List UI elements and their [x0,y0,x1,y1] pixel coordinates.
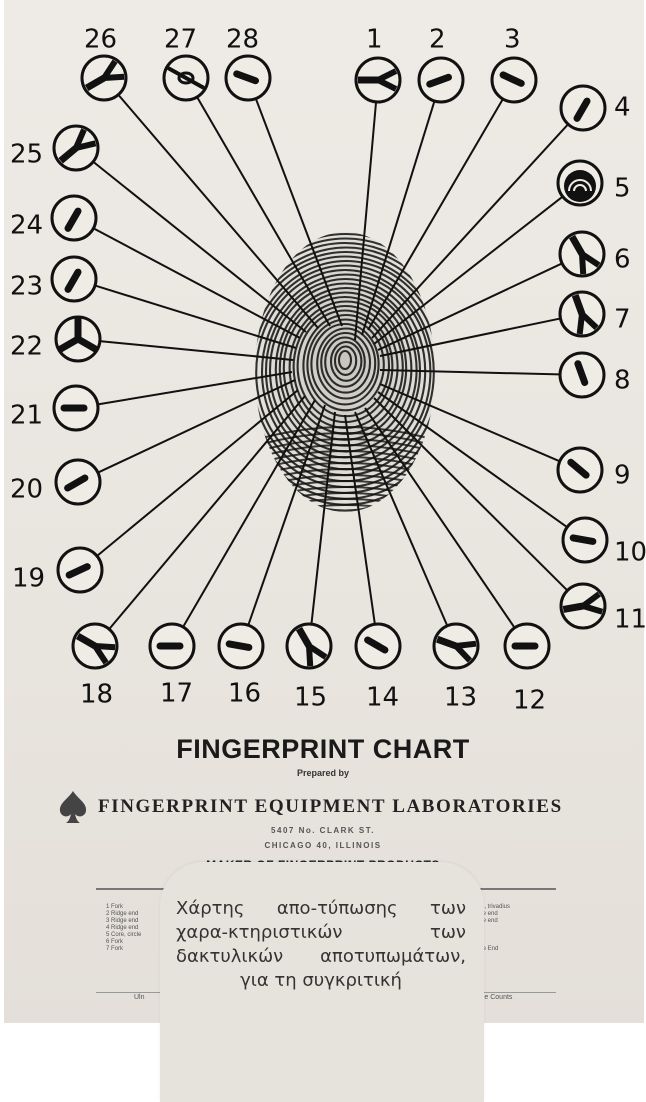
leader-line [110,396,305,628]
minutia-number-19: 19 [12,564,45,594]
legend-item: 2 Ridge end [106,911,141,918]
minutia-number-11: 11 [614,605,646,635]
legend-footer-left: Uln [134,994,145,1001]
minutia-marker-28 [226,56,270,100]
legend-item: 6 Fork [106,939,141,946]
minutia-number-20: 20 [10,475,43,505]
minutia-marker-27 [164,56,208,100]
minutia-number-15: 15 [294,683,327,713]
prepared-by: Prepared by [0,768,646,778]
minutia-marker-1 [356,58,400,102]
minutia-marker-19 [58,548,102,592]
minutia-glyph [573,538,593,541]
minutia-number-17: 17 [160,679,193,709]
legend-item: 1 Fork [106,904,141,911]
minutia-marker-20 [56,460,100,504]
minutia-marker-10 [563,518,607,562]
minutia-glyph [229,644,249,647]
minutia-marker-23 [52,257,96,301]
leader-line [119,95,318,328]
minutia-number-1: 1 [366,25,383,55]
minutia-marker-14 [356,624,400,668]
legend-item: 7 Fork [106,946,141,953]
spade-logo-icon [58,790,88,824]
caption-text: Χάρτης απο-τύπωσης των χαρα-κτηριστικών … [176,897,466,993]
minutia-number-26: 26 [84,25,117,55]
minutia-marker-25 [54,126,98,170]
minutia-number-2: 2 [429,25,446,55]
minutia-number-5: 5 [614,174,631,204]
minutia-number-18: 18 [80,680,113,710]
minutia-number-14: 14 [366,683,399,713]
minutia-marker-16 [219,624,263,668]
legend-item: 4 Ridge end [106,925,141,932]
company-address-city: CHICAGO 40, ILLINOIS [0,841,646,850]
minutia-number-12: 12 [513,686,546,716]
legend-item: 3 Ridge end [106,918,141,925]
minutia-number-23: 23 [10,272,43,302]
leader-line [94,162,306,332]
minutia-number-4: 4 [614,93,631,123]
minutia-number-24: 24 [10,211,43,241]
minutia-number-9: 9 [614,461,631,491]
minutia-marker-15 [287,624,331,668]
minutia-marker-13 [434,624,478,668]
chart-title: FINGERPRINT CHART [0,734,646,765]
minutia-number-3: 3 [504,25,521,55]
minutia-marker-2 [419,58,463,102]
minutia-marker-17 [150,624,194,668]
company-address-street: 5407 No. CLARK ST. [0,826,646,835]
minutia-marker-5 [558,161,602,205]
minutia-marker-22 [56,317,100,361]
minutia-marker-3 [492,58,536,102]
minutia-marker-11 [561,584,605,628]
minutia-glyph [564,170,596,202]
minutia-number-27: 27 [164,25,197,55]
minutia-number-16: 16 [228,679,261,709]
minutia-number-8: 8 [614,366,631,396]
minutia-number-6: 6 [614,245,631,275]
minutia-marker-7 [560,292,604,336]
minutia-marker-21 [54,386,98,430]
minutia-number-21: 21 [10,401,43,431]
minutia-number-28: 28 [226,25,259,55]
leader-line [365,408,514,627]
company-name: FINGERPRINT EQUIPMENT LABORATORIES [98,796,598,818]
minutia-number-22: 22 [10,332,43,362]
leader-line [98,390,298,555]
minutia-marker-8 [560,353,604,397]
minutia-marker-4 [561,86,605,130]
minutia-marker-18 [73,624,117,668]
minutia-marker-24 [52,196,96,240]
legend-left-column: 1 Fork 2 Ridge end 3 Ridge end 4 Ridge e… [106,904,141,953]
minutia-number-25: 25 [10,140,43,170]
minutia-marker-6 [560,232,604,276]
minutia-marker-9 [558,448,602,492]
legend-item: 5 Core, circle [106,932,141,939]
minutia-number-7: 7 [614,305,631,335]
minutia-marker-12 [505,624,549,668]
minutia-number-10: 10 [614,538,646,568]
minutia-marker-26 [82,56,126,100]
minutia-number-13: 13 [444,683,477,713]
leader-line [184,400,315,626]
